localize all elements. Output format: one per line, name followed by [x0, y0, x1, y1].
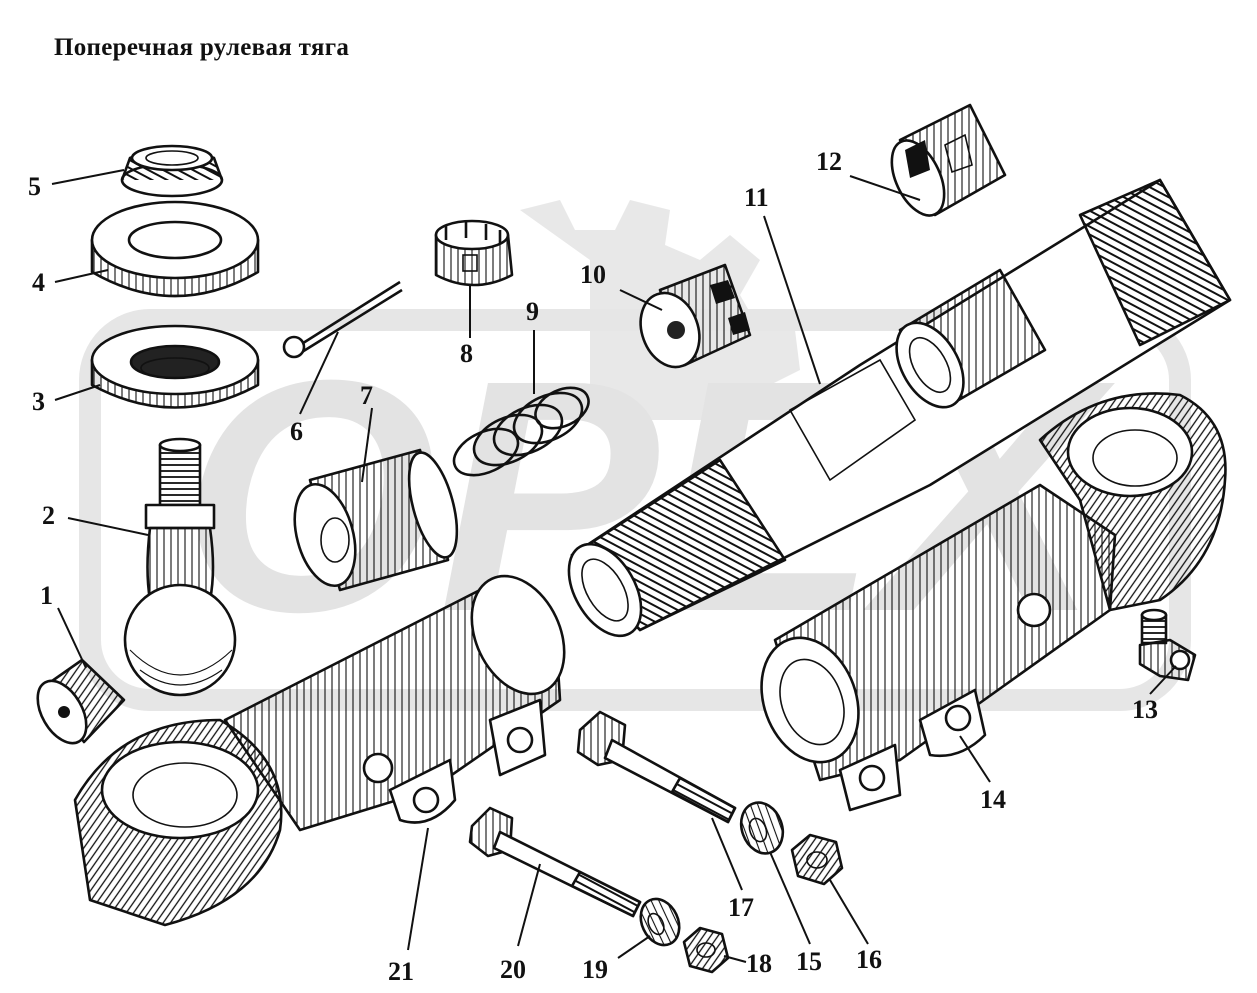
callout-3: 3: [32, 387, 45, 416]
left-tie-rod-end-icon: [73, 574, 566, 927]
eccentric-bushing-icon: [36, 658, 126, 745]
callout-20: 20: [500, 955, 526, 984]
leader-lines: [51, 169, 1177, 963]
ball-pin-icon: [123, 437, 237, 697]
hex-nut-16-icon: [790, 833, 844, 886]
callout-2: 2: [42, 501, 55, 530]
clamp-bolt-17-icon: [576, 710, 737, 824]
ball-seat-washer-icon: [90, 324, 260, 409]
clamp-bolt-20-icon: [468, 806, 642, 918]
callout-5: 5: [28, 172, 41, 201]
callout-14: 14: [980, 785, 1006, 814]
right-tie-rod-end-icon: [760, 392, 1227, 812]
spring-washer-15-icon: [739, 801, 785, 855]
diagram-title: Поперечная рулевая тяга: [54, 34, 350, 61]
callout-17: 17: [728, 893, 754, 922]
slotted-bushing-icon: [639, 263, 752, 369]
callout-labels: 5 4 3 2 1 6 7 8 9 10 11 12 13 14 15 16 1…: [28, 147, 1158, 986]
callout-8: 8: [460, 339, 473, 368]
castle-nut-icon: [434, 219, 514, 287]
callout-12: 12: [816, 147, 842, 176]
callout-21: 21: [388, 957, 414, 986]
callout-10: 10: [580, 260, 606, 289]
spring-washer-19-icon: [639, 897, 681, 947]
callout-4: 4: [32, 268, 45, 297]
flat-washer-icon: [90, 200, 260, 298]
cotter-pin-icon: [282, 280, 403, 359]
threaded-plug-ring-icon: [120, 144, 224, 198]
hex-nut-18-icon: [682, 926, 730, 974]
callout-1: 1: [40, 581, 53, 610]
callout-6: 6: [290, 417, 303, 446]
callout-11: 11: [744, 183, 769, 212]
callout-16: 16: [856, 945, 882, 974]
slotted-plug-icon: [890, 103, 1007, 217]
coil-spring-icon: [452, 386, 590, 477]
threaded-tube-icon: [567, 178, 1232, 638]
callout-7: 7: [360, 381, 373, 410]
grease-nipple-icon: [1138, 608, 1197, 682]
callout-15: 15: [796, 947, 822, 976]
callout-9: 9: [526, 297, 539, 326]
callout-13: 13: [1132, 695, 1158, 724]
cup-bushing-icon: [293, 448, 459, 592]
callout-18: 18: [746, 949, 772, 978]
callout-19: 19: [582, 955, 608, 984]
